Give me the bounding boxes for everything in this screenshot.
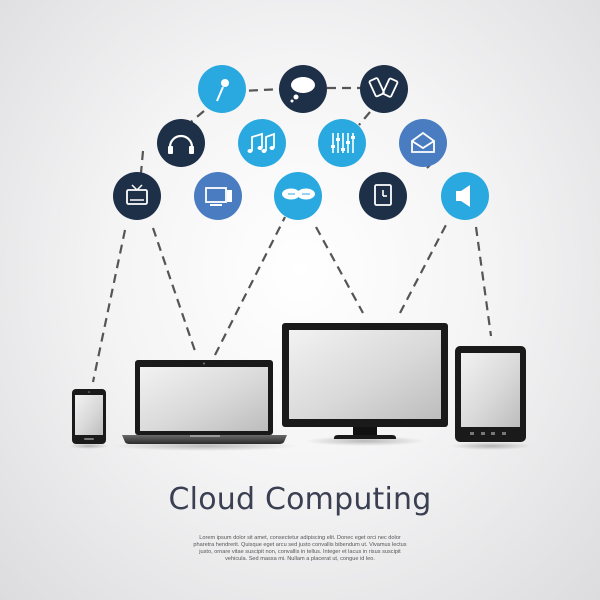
laptop [122,360,287,444]
network-connectors [91,86,493,383]
equalizer-icon [318,119,366,167]
thought-bubble-icon [279,65,327,113]
tv-icon [113,172,161,220]
headphones-icon [157,119,205,167]
speaker-icon [441,172,489,220]
chat-bubbles-icon [274,172,322,220]
clock-icon [359,172,407,220]
desktop-monitor [282,323,448,439]
microphone-icon [198,65,246,113]
smartphone [72,389,106,444]
page-title: Cloud Computing [168,482,432,517]
computer-icon [194,172,242,220]
mobile-phones-icon [360,65,408,113]
mail-icon [399,119,447,167]
body-text: Lorem ipsum dolor sit amet, consectetur … [193,535,407,562]
tablet [455,346,526,442]
music-notes-icon [238,119,286,167]
